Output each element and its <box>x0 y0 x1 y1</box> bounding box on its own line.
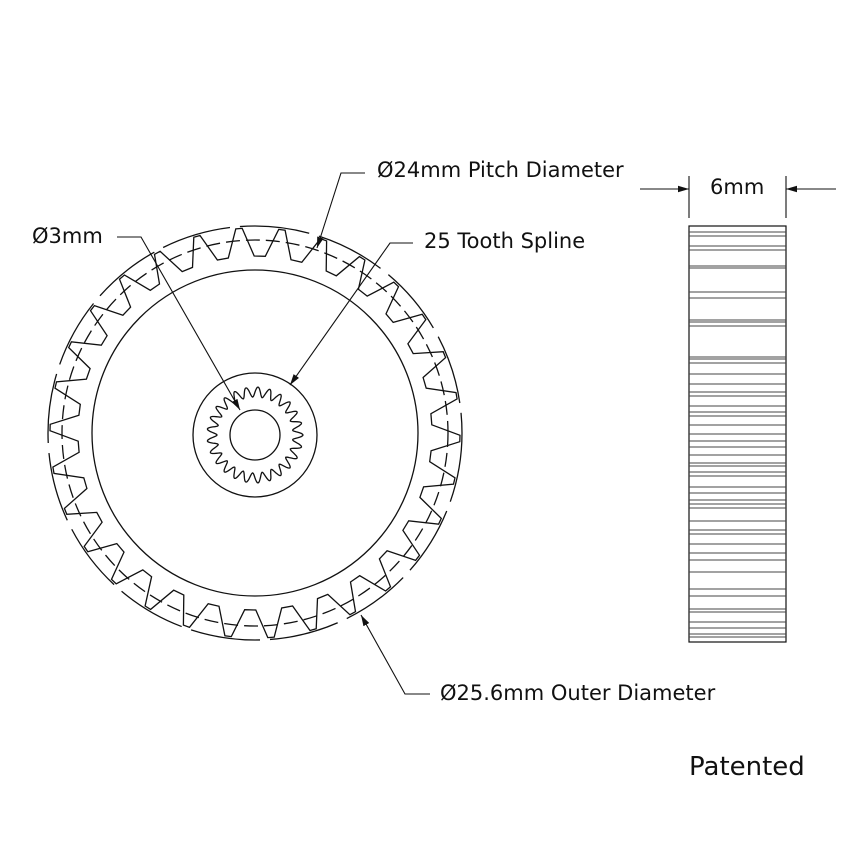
spline-leader <box>289 242 413 386</box>
spline-profile <box>206 386 304 484</box>
outer-diameter-leader <box>360 614 430 695</box>
web-circle <box>91 269 419 597</box>
pitch-circle <box>61 239 449 627</box>
width-label: 6mm <box>710 175 765 199</box>
leader-lines <box>117 172 430 695</box>
outer-diameter-circle <box>47 225 463 641</box>
gear-front-view <box>47 225 463 641</box>
bore-diameter-label: Ø3mm <box>32 224 103 248</box>
gear-teeth-profile <box>49 227 461 639</box>
patented-note: Patented <box>689 752 805 782</box>
pitch-diameter-leader <box>316 172 365 249</box>
bore-leader <box>117 236 241 411</box>
pitch-diameter-label: Ø24mm Pitch Diameter <box>377 158 624 182</box>
hub-circle <box>192 372 318 498</box>
gear-side-view <box>688 225 787 643</box>
bore-circle <box>229 409 281 461</box>
outer-diameter-label: Ø25.6mm Outer Diameter <box>440 681 716 705</box>
spline-label: 25 Tooth Spline <box>424 229 586 253</box>
width-dimension <box>640 176 836 218</box>
